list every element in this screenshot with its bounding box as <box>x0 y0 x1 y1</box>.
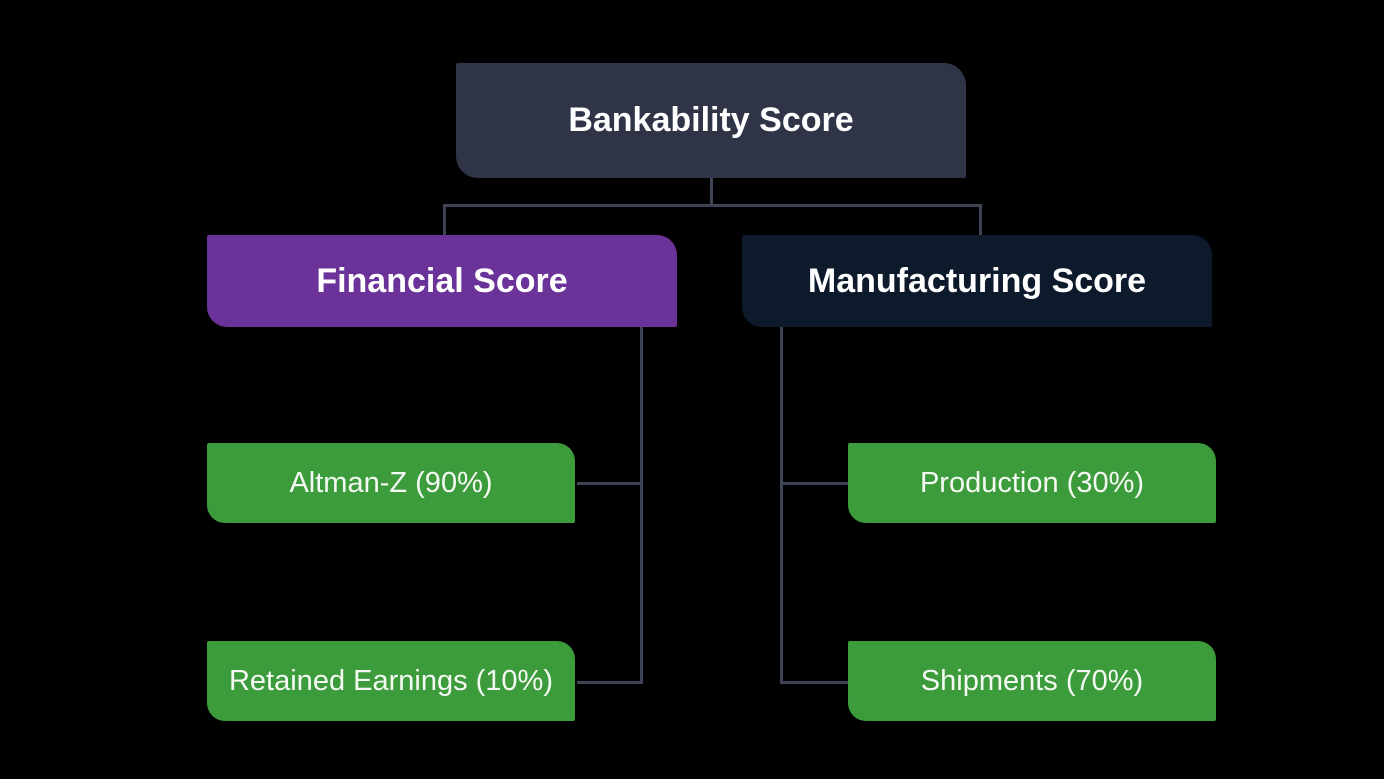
connector-root-drop <box>710 178 713 206</box>
branch-node-label: Financial Score <box>316 261 568 300</box>
root-node-bankability-score: Bankability Score <box>456 63 966 178</box>
leaf-node-production: Production (30%) <box>848 443 1216 523</box>
branch-node-manufacturing-score: Manufacturing Score <box>742 235 1212 327</box>
connector-to-manufacturing <box>979 204 982 235</box>
leaf-node-label: Production (30%) <box>919 466 1145 499</box>
leaf-node-altman-z: Altman-Z (90%) <box>207 443 575 523</box>
leaf-node-label: Altman-Z (90%) <box>289 466 493 499</box>
connector-root-crossbar <box>443 204 982 207</box>
connector-manufacturing-spine <box>780 327 783 684</box>
connector-manufacturing-stub-production <box>782 482 848 485</box>
connector-to-financial <box>443 204 446 235</box>
branch-node-label: Manufacturing Score <box>807 261 1147 300</box>
connector-financial-stub-altman <box>577 482 643 485</box>
connector-manufacturing-stub-shipments <box>782 681 848 684</box>
leaf-node-retained-earnings: Retained Earnings (10%) <box>207 641 575 721</box>
connector-financial-stub-retained <box>577 681 643 684</box>
leaf-node-shipments: Shipments (70%) <box>848 641 1216 721</box>
leaf-node-label: Retained Earnings (10%) <box>228 664 553 697</box>
connector-financial-spine <box>640 327 643 684</box>
branch-node-financial-score: Financial Score <box>207 235 677 327</box>
root-node-label: Bankability Score <box>568 101 854 139</box>
leaf-node-label: Shipments (70%) <box>920 664 1144 697</box>
